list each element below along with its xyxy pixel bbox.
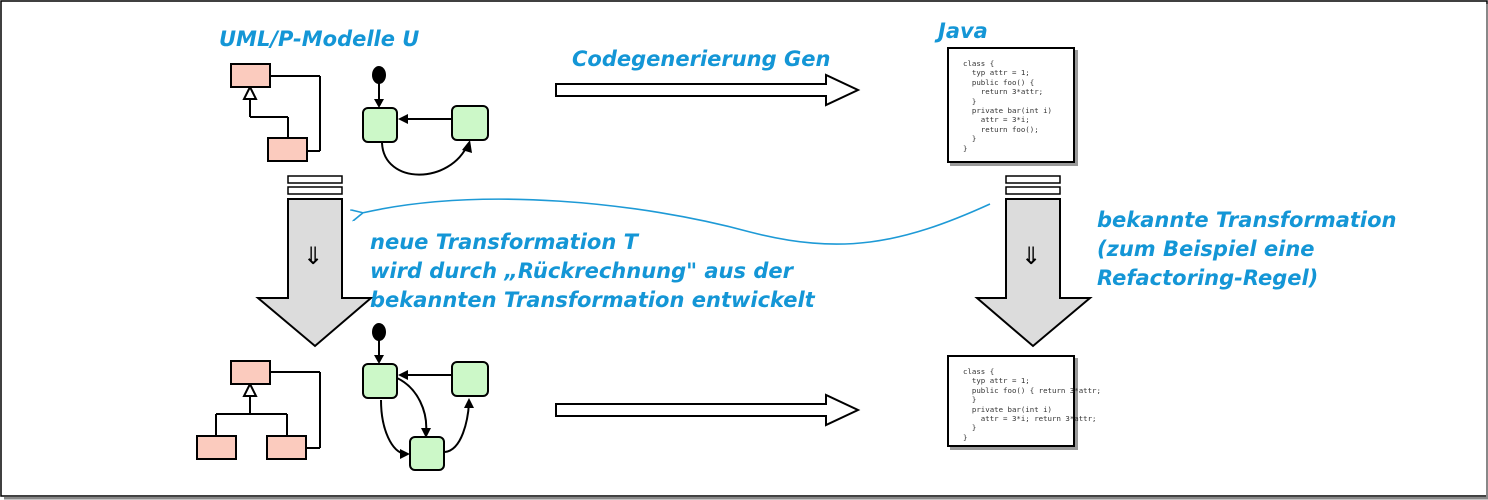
inheritance-triangle-icon bbox=[242, 84, 258, 100]
new-transformation-label: neue Transformation T wird durch „Rückre… bbox=[370, 229, 815, 313]
transformation-arrow-left bbox=[255, 175, 374, 348]
codegen-arrow-bottom bbox=[555, 393, 861, 427]
class-box bbox=[266, 435, 307, 460]
known-transformation-line: (zum Beispiel eine bbox=[1097, 237, 1315, 261]
code-line: private bar(int i) bbox=[963, 404, 1052, 414]
class-diagram-bottom bbox=[196, 360, 321, 460]
transformation-symbol-icon: ⇓ bbox=[303, 242, 324, 270]
code-line: public foo() { bbox=[963, 77, 1035, 87]
code-line: typ attr = 1; bbox=[963, 376, 1030, 386]
class-diagram-top bbox=[230, 63, 321, 162]
code-line: } bbox=[963, 134, 977, 144]
inheritance-triangle-icon bbox=[242, 381, 258, 397]
state-box bbox=[451, 361, 489, 397]
state-box bbox=[409, 436, 445, 471]
known-transformation-line: bekannte Transformation bbox=[1097, 208, 1397, 232]
code-line: private bar(int i) bbox=[963, 106, 1052, 116]
codegen-arrow-top bbox=[555, 73, 861, 107]
code-line: class { bbox=[963, 59, 995, 68]
code-line: } bbox=[963, 432, 968, 442]
code-line: class { bbox=[963, 367, 995, 376]
java-code-box-top: class { typ attr = 1; public foo() { ret… bbox=[947, 47, 1075, 163]
initial-state-icon bbox=[372, 323, 386, 341]
code-line: attr = 3*i; return 3*attr; bbox=[963, 414, 1097, 424]
new-transformation-line: neue Transformation T bbox=[370, 230, 638, 254]
state-box bbox=[362, 107, 398, 143]
transformation-arrow-right bbox=[974, 175, 1093, 348]
class-box bbox=[230, 63, 271, 88]
uml-models-label: UML/P-Modelle U bbox=[219, 27, 420, 51]
code-line: } bbox=[963, 96, 977, 106]
state-box bbox=[362, 363, 398, 399]
class-box bbox=[230, 360, 271, 385]
state-machine-top bbox=[362, 66, 489, 176]
code-line: } bbox=[963, 395, 977, 405]
initial-state-icon bbox=[372, 66, 386, 84]
known-transformation-line: Refactoring-Regel) bbox=[1097, 266, 1319, 290]
class-box bbox=[267, 137, 308, 162]
code-line: typ attr = 1; bbox=[963, 68, 1030, 78]
code-line: return foo(); bbox=[963, 124, 1039, 134]
code-line: attr = 3*i; bbox=[963, 115, 1030, 125]
known-transformation-label: bekannte Transformation (zum Beispiel ei… bbox=[1097, 207, 1397, 291]
back-calculation-curve bbox=[362, 198, 991, 245]
state-machine-bottom bbox=[362, 323, 489, 471]
code-line: public foo() { return 3*attr; bbox=[963, 385, 1101, 395]
new-transformation-line: wird durch „Rückrechnung" aus der bbox=[370, 259, 793, 283]
class-box bbox=[196, 435, 237, 460]
code-line: return 3*attr; bbox=[963, 87, 1044, 97]
new-transformation-line: bekannten Transformation entwickelt bbox=[370, 288, 815, 312]
java-label: Java bbox=[938, 19, 988, 43]
code-line: } bbox=[963, 143, 968, 153]
code-line: } bbox=[963, 423, 977, 433]
state-box bbox=[451, 105, 489, 141]
java-code-box-bottom: class { typ attr = 1; public foo() { ret… bbox=[947, 355, 1101, 447]
transformation-symbol-icon: ⇓ bbox=[1021, 242, 1042, 270]
codegen-label: Codegenerierung Gen bbox=[572, 47, 831, 71]
